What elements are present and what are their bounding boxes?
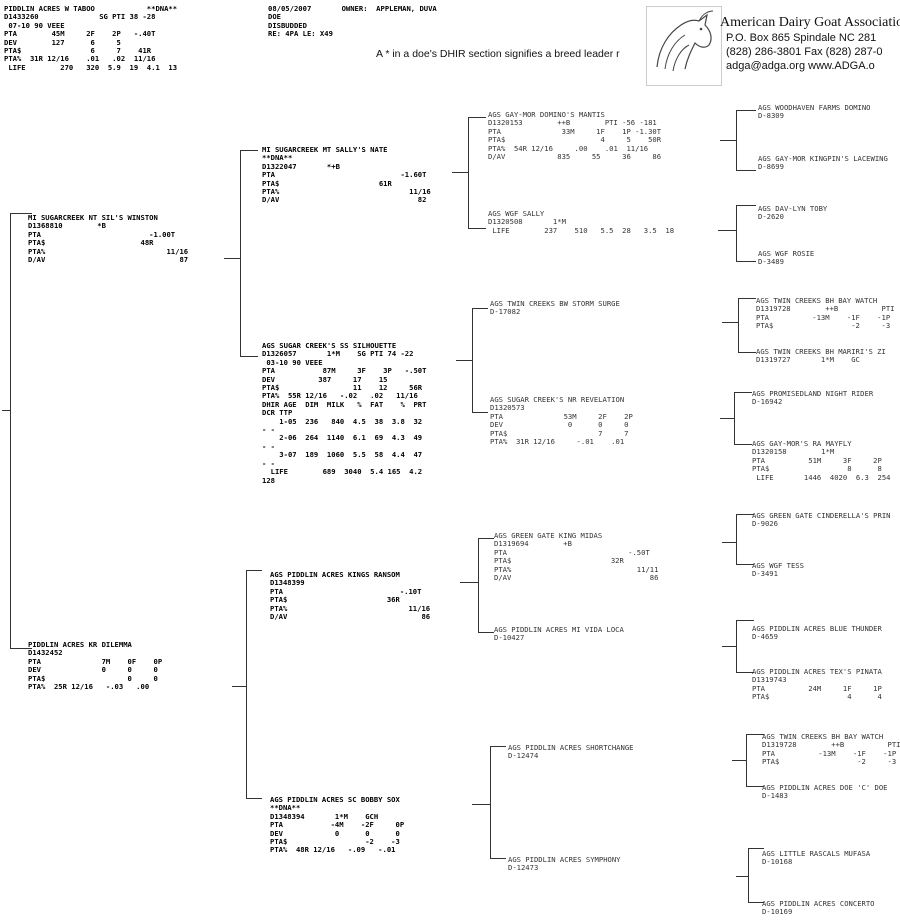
- gen2-ss-line: [240, 150, 258, 151]
- gen3-a1-line: [468, 117, 486, 118]
- ssd-entry: AGS WGF SALLY D1320508 1*M LIFE 237 510 …: [488, 209, 675, 235]
- gen3-c-stub: [460, 582, 478, 583]
- gen4-h2-line: [748, 902, 764, 903]
- gen4-e-bracket: [736, 514, 737, 564]
- sdd-entry: AGS SUGAR CREEK'S NR REVELATION D1320573…: [490, 395, 633, 447]
- dds-entry: AGS PIDDLIN ACRES SHORTCHANGE D-12474: [508, 743, 634, 761]
- gen4-f-bracket: [736, 620, 737, 672]
- sire-sire-entry: MI SUGARCREEK MT SALLY'S NATE **DNA** D1…: [262, 145, 431, 205]
- gen3-a-bracket: [468, 117, 469, 228]
- gen3-a-stub: [452, 172, 468, 173]
- sds-entry: AGS TWIN CREEKS BW STORM SURGE D-17082: [490, 299, 620, 317]
- gen4-c1-entry: AGS TWIN CREEKS BH BAY WATCH D1319728 ++…: [756, 296, 900, 331]
- association-address: P.O. Box 865 Spindale NC 281: [726, 32, 877, 44]
- gen3-c-bracket: [478, 538, 479, 632]
- gen4-g2-line: [746, 786, 764, 787]
- gen2-top-stub: [224, 258, 240, 259]
- gen4-h-bracket: [748, 848, 749, 902]
- gen4-a1-entry: AGS WOODHAVEN FARMS DOMINO D-8309: [758, 103, 871, 121]
- gen4-d1-entry: AGS PROMISEDLAND NIGHT RIDER D-16942: [752, 389, 874, 407]
- gen1-sire-line: [10, 213, 32, 214]
- gen3-b1-line: [472, 308, 488, 309]
- gen3-d-bracket: [490, 746, 491, 858]
- gen4-b1-entry: AGS DAV-LYN TOBY D-2620: [758, 204, 828, 222]
- sire-entry: MI SUGARCREEK NT SIL'S WINSTON D1368810 …: [28, 213, 189, 265]
- gen4-d-bracket: [734, 392, 735, 444]
- gen4-b2-line: [736, 261, 756, 262]
- sire-dam-entry: AGS SUGAR CREEK'S SS SILHOUETTE D1326057…: [262, 341, 427, 485]
- gen4-h1-line: [748, 848, 764, 849]
- gen4-d2-entry: AGS GAY-MOR'S RA MAYFLY D1320158 1*M PTA…: [752, 439, 891, 482]
- gen4-g1-line: [746, 734, 764, 735]
- gen4-g1-entry: AGS TWIN CREEKS BH BAY WATCH D1319728 ++…: [762, 732, 900, 767]
- gen4-g-stub: [732, 760, 746, 761]
- gen2-dd-line: [246, 798, 262, 799]
- dam-sire-entry: AGS PIDDLIN ACRES KINGS RANSOM D1348399 …: [270, 570, 431, 622]
- gen2-top-bracket: [240, 150, 241, 356]
- gen4-f2-entry: AGS PIDDLIN ACRES TEX'S PINATA D1319743 …: [752, 667, 882, 702]
- gen4-d1-line: [734, 392, 752, 393]
- gen2-bottom-bracket: [246, 570, 247, 798]
- gen3-c2-line: [478, 632, 494, 633]
- gen4-b-bracket: [736, 205, 737, 261]
- gen4-h1-entry: AGS LITTLE RASCALS MUFASA D-10168: [762, 849, 871, 867]
- association-web: adga@adga.org www.ADGA.o: [726, 60, 875, 72]
- gen4-b-stub: [718, 230, 736, 231]
- gen4-f1-line: [736, 620, 754, 621]
- gen4-a1-line: [736, 110, 756, 111]
- owner-info: 08/05/2007 OWNER: APPLEMAN, DUVA DOE DIS…: [268, 4, 437, 39]
- gen4-f1-entry: AGS PIDDLIN ACRES BLUE THUNDER D-4659: [752, 624, 882, 642]
- dam-entry: PIDDLIN ACRES KR DILEMMA D1432452 PTA 7M…: [28, 640, 163, 692]
- gen4-a-stub: [720, 140, 736, 141]
- gen4-c1-line: [738, 298, 756, 299]
- gen4-e2-entry: AGS WGF TESS D-3491: [752, 561, 804, 579]
- gen4-b1-line: [736, 205, 756, 206]
- gen1-bracket: [10, 213, 11, 648]
- gen2-sd-line: [240, 356, 258, 357]
- gen4-g-bracket: [746, 734, 747, 786]
- gen4-e2-line: [736, 564, 754, 565]
- gen4-e1-line: [736, 514, 754, 515]
- gen3-c1-line: [478, 538, 494, 539]
- sss-entry: AGS GAY-MOR DOMINO'S MANTIS D1320153 ++B…: [488, 110, 662, 162]
- gen4-c-bracket: [738, 298, 739, 352]
- gen3-b-bracket: [472, 308, 473, 412]
- association-phone: (828) 286-3801 Fax (828) 287-0: [726, 46, 883, 58]
- dss-entry: AGS GREEN GATE KING MIDAS D1319694 +B PT…: [494, 531, 659, 583]
- subject-info: PIDDLIN ACRES W TABOO **DNA** D1433260 S…: [4, 4, 178, 72]
- association-name: American Dairy Goat Association: [720, 15, 900, 30]
- gen4-h2-entry: AGS PIDDLIN ACRES CONCERTO D-10169: [762, 899, 875, 917]
- gen3-d1-line: [490, 746, 506, 747]
- gen3-d2-line: [490, 858, 506, 859]
- gen3-a2-line: [468, 228, 486, 229]
- ddd-entry: AGS PIDDLIN ACRES SYMPHONY D-12473: [508, 855, 621, 873]
- gen1-stub: [2, 410, 11, 411]
- gen4-f2-line: [736, 672, 754, 673]
- gen3-b2-line: [472, 412, 488, 413]
- gen2-ds-line: [246, 570, 262, 571]
- gen4-a2-entry: AGS GAY-MOR KINGPIN'S LACEWING D-8699: [758, 154, 888, 172]
- gen3-d-stub: [472, 804, 490, 805]
- gen3-b-stub: [456, 360, 472, 361]
- gen4-c-stub: [722, 322, 738, 323]
- gen4-e1-entry: AGS GREEN GATE CINDERELLA'S PRIN D-9026: [752, 511, 891, 529]
- gen4-c2-entry: AGS TWIN CREEKS BH MARIRI'S ZI D1319727 …: [756, 347, 886, 365]
- gen4-h-stub: [736, 876, 748, 877]
- gen1-dam-line: [10, 648, 32, 649]
- gen4-b2-entry: AGS WGF ROSIE D-3489: [758, 249, 815, 267]
- gen4-f-stub: [722, 646, 736, 647]
- dam-dam-entry: AGS PIDDLIN ACRES SC BOBBY SOX **DNA** D…: [270, 795, 405, 855]
- dsd-entry: AGS PIDDLIN ACRES MI VIDA LOCA D-10427: [494, 625, 624, 643]
- gen4-a2-line: [736, 170, 756, 171]
- gen4-d-stub: [720, 418, 734, 419]
- gen4-g2-entry: AGS PIDDLIN ACRES DOE 'C' DOE D-1483: [762, 783, 888, 801]
- gen4-c2-line: [738, 352, 756, 353]
- gen4-a-bracket: [736, 110, 737, 170]
- gen4-e-stub: [722, 542, 736, 543]
- gen4-d2-line: [734, 444, 752, 445]
- breed-leader-note: A * in a doe's DHIR section signifies a …: [376, 48, 620, 60]
- goat-logo: [646, 6, 722, 86]
- gen2-bottom-stub: [232, 686, 246, 687]
